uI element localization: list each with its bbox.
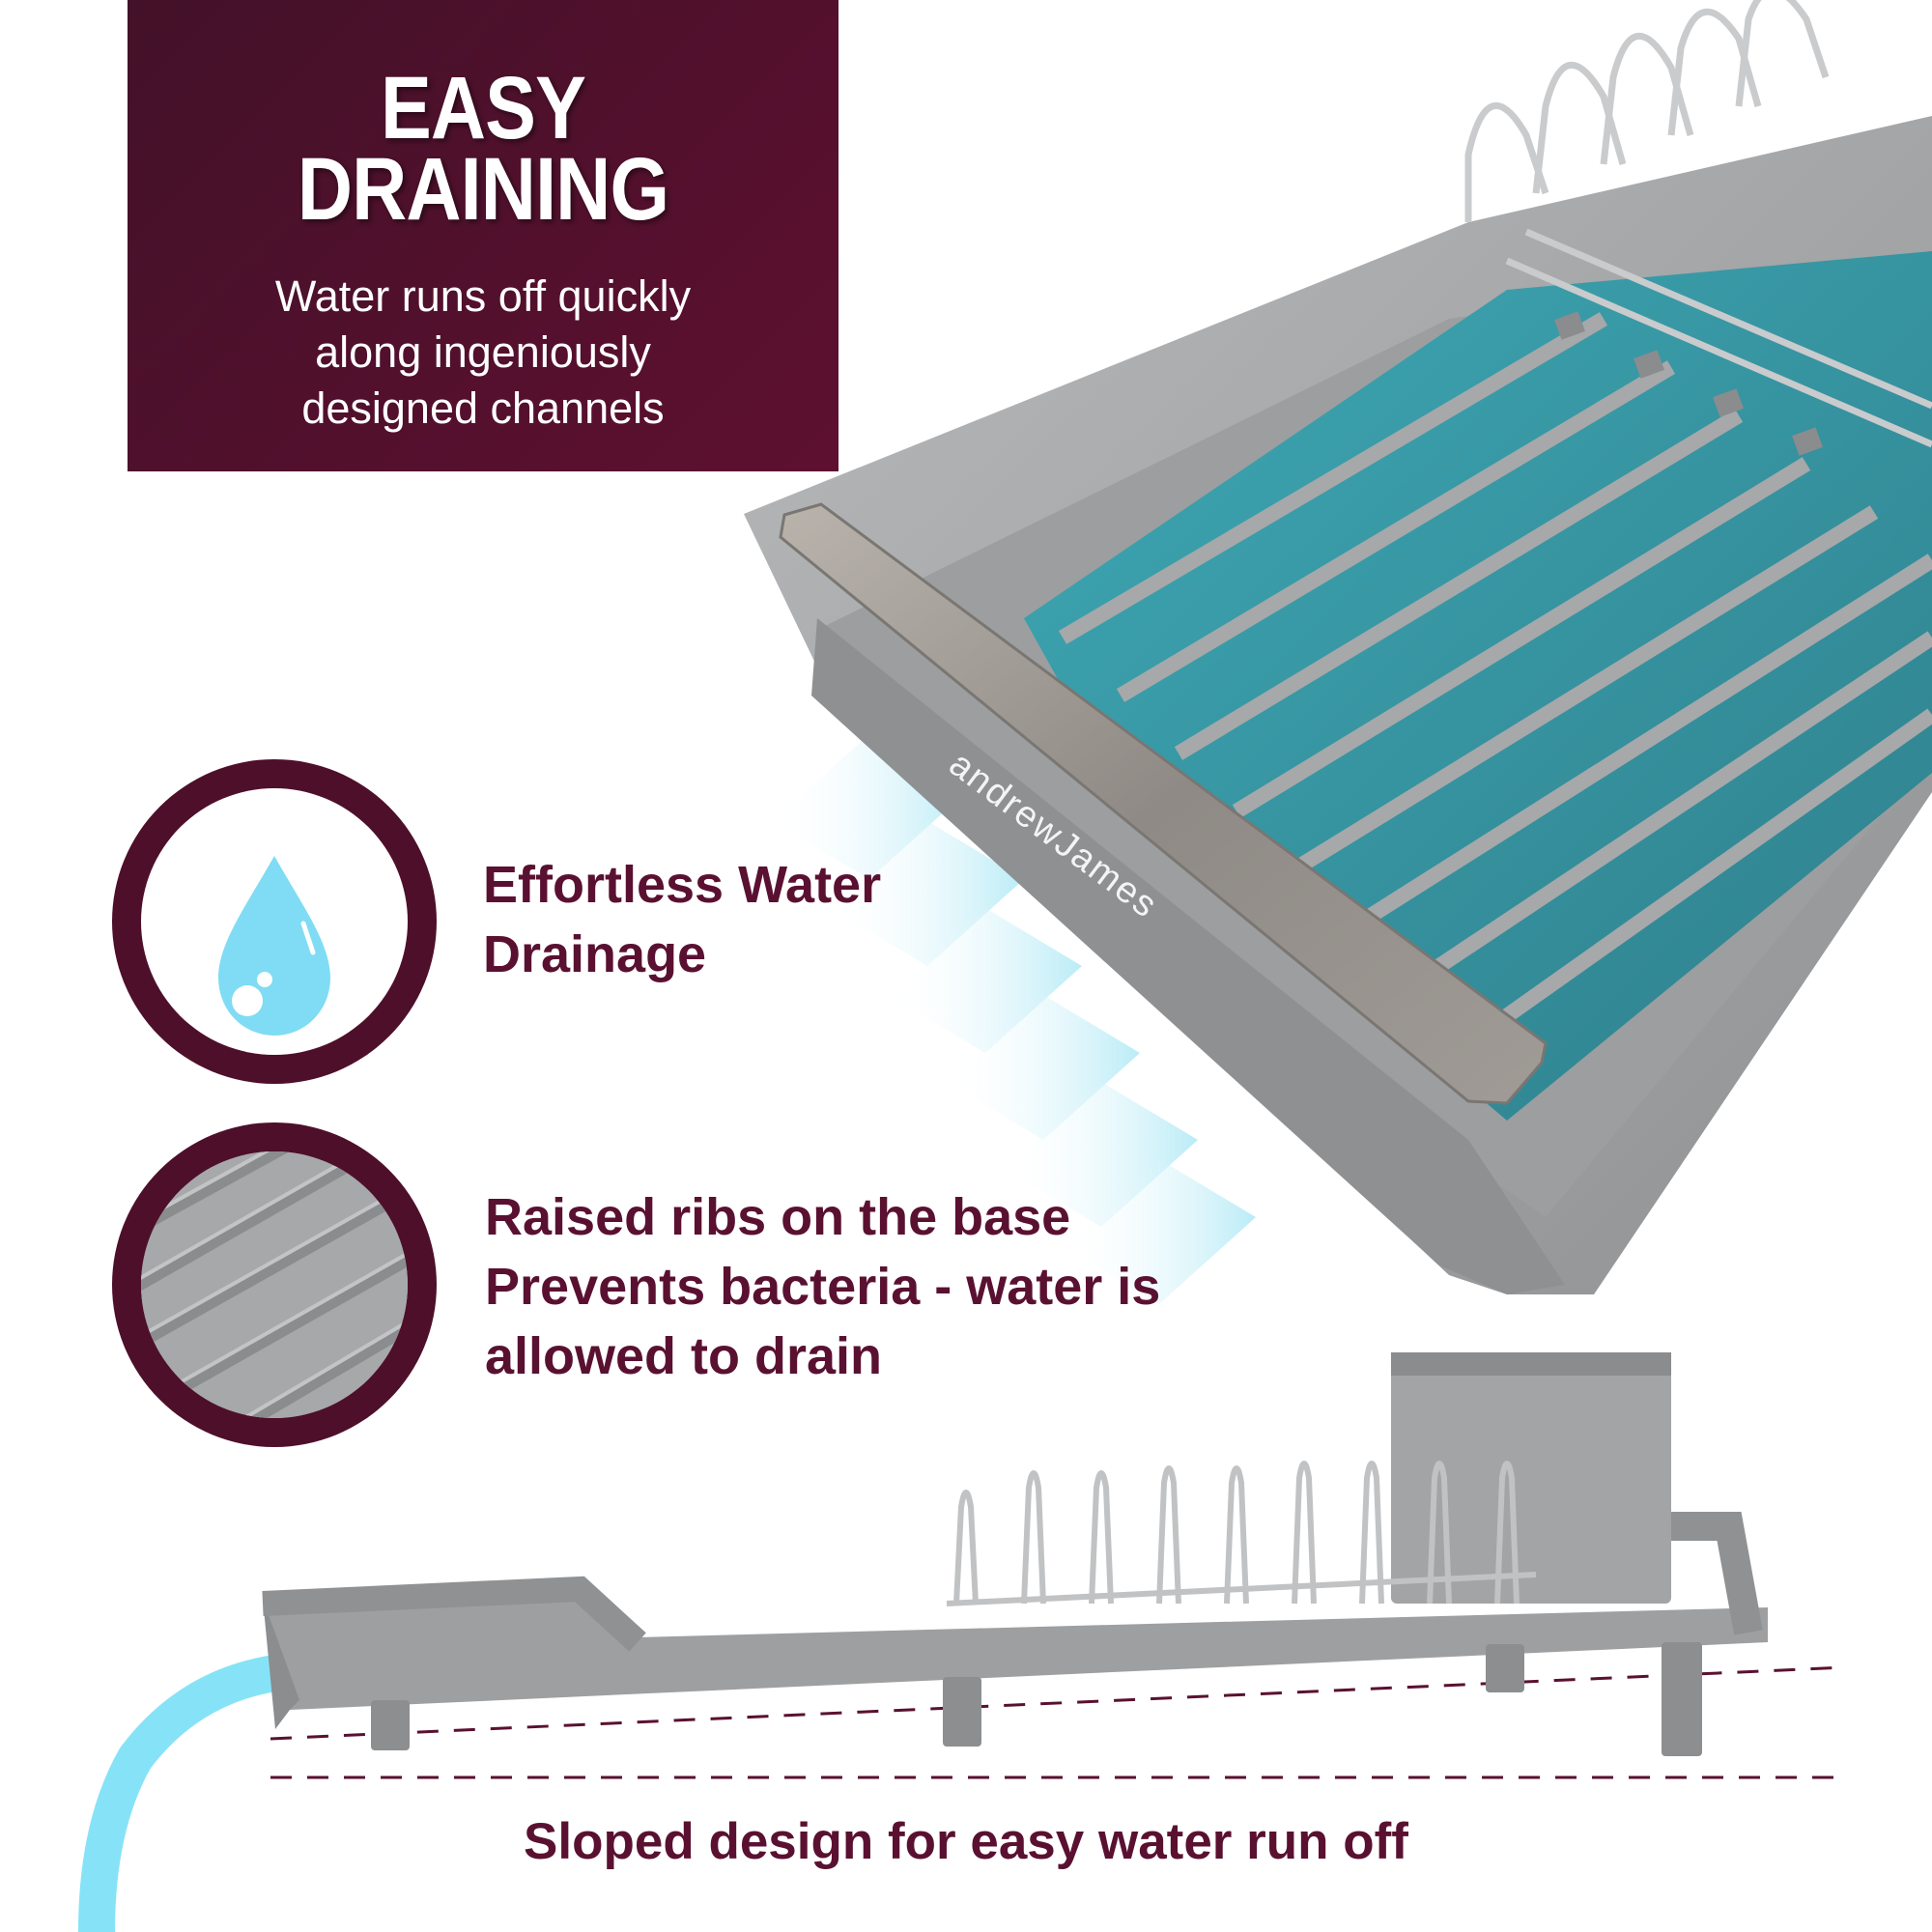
feature-line: Prevents bacteria - water is bbox=[485, 1258, 1161, 1316]
feature-line: Drainage bbox=[483, 925, 707, 983]
feature-text-drainage: Effortless Water Drainage bbox=[483, 850, 881, 989]
feature-line: allowed to drain bbox=[485, 1327, 883, 1385]
badge-inner bbox=[141, 1151, 408, 1418]
feature-line: Effortless Water bbox=[483, 856, 882, 914]
water-drainage-badge bbox=[112, 759, 437, 1084]
water-flow-streaks bbox=[773, 734, 1256, 1304]
water-drop-icon bbox=[218, 856, 330, 1036]
header-banner: EASY DRAINING Water runs off quickly alo… bbox=[128, 0, 838, 471]
slope-caption: Sloped design for easy water run off bbox=[524, 1813, 1408, 1870]
page-title: EASY DRAINING bbox=[178, 59, 789, 239]
subtitle-line: designed channels bbox=[301, 384, 665, 433]
feature-line: Raised ribs on the base bbox=[485, 1188, 1071, 1246]
title-line: DRAINING bbox=[297, 140, 669, 239]
subtitle-line: along ingeniously bbox=[315, 327, 651, 377]
raised-ribs-icon bbox=[141, 1151, 408, 1418]
sloped-rack-side-view bbox=[78, 1352, 1846, 1932]
raised-ribs-badge bbox=[112, 1122, 437, 1447]
badge-inner bbox=[141, 788, 408, 1055]
title-line: EASY bbox=[380, 59, 586, 157]
page-subtitle: Water runs off quickly along ingeniously… bbox=[166, 269, 800, 437]
feature-text-ribs: Raised ribs on the base Prevents bacteri… bbox=[485, 1182, 1160, 1391]
subtitle-line: Water runs off quickly bbox=[274, 271, 692, 321]
